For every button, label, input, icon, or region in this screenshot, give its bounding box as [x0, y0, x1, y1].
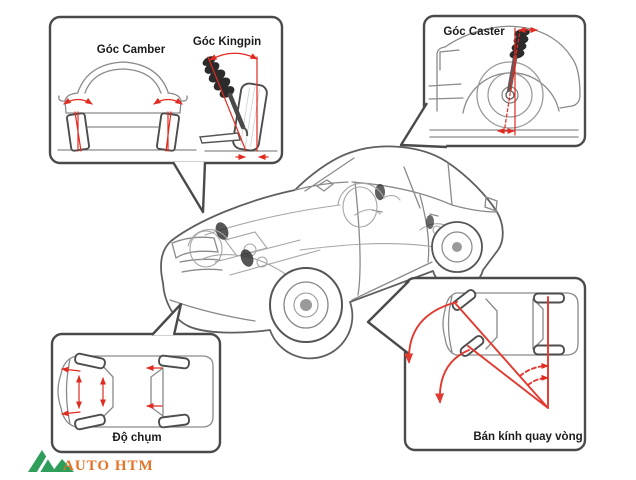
- front-far-wheel: [189, 230, 223, 268]
- turning-radius-diagram: [404, 289, 579, 409]
- rear-top-wheel: [533, 292, 565, 304]
- front-fascia: [65, 358, 71, 425]
- caster-diagram: [428, 25, 581, 138]
- callout-box: [422, 14, 587, 148]
- rear-strut-right: [426, 215, 434, 229]
- caster-annotations: [497, 27, 538, 136]
- camber-diagram: [57, 61, 197, 152]
- callout-tail: [151, 302, 183, 336]
- car-roof: [77, 61, 169, 93]
- fender-body: [428, 25, 581, 112]
- front-strut-right: [240, 249, 254, 267]
- rear-bottom-wheel: [533, 344, 565, 356]
- camber-label: Góc Camber: [97, 44, 166, 56]
- front-far-arch: [187, 229, 229, 247]
- callout-tail: [366, 280, 410, 355]
- car-body-lines: [64, 100, 182, 128]
- rear-top-wheel: [158, 354, 190, 370]
- beltline: [351, 181, 453, 206]
- front-top-wheel: [74, 352, 106, 370]
- toe-diagram: [57, 352, 214, 431]
- rear-bottom-wheel: [158, 413, 190, 429]
- camber-annotations: [63, 97, 183, 152]
- logo-slash: [36, 452, 52, 474]
- front-top-wheel-turned: [451, 289, 477, 311]
- front-fascia: [447, 295, 453, 353]
- caster-label: Góc Caster: [443, 26, 505, 38]
- rear-far-wheel: [342, 186, 378, 228]
- front-strut-left: [215, 222, 229, 240]
- callout-tail: [171, 161, 207, 214]
- strut-assembly: [505, 28, 530, 100]
- front-near-wheel: [269, 267, 343, 343]
- windshield: [84, 68, 162, 94]
- windshield-line: [294, 157, 355, 192]
- logo-small-peak-icon: [52, 459, 74, 472]
- callout-top-right: Góc Caster: [399, 14, 587, 149]
- callout-top-left: Góc Camber Góc Kingpin: [48, 15, 284, 214]
- turning-radius-label: Bán kính quay vòng: [473, 431, 582, 443]
- logo: AUTO HTM: [28, 450, 154, 474]
- front-bottom-wheel: [74, 413, 106, 431]
- toe-label: Độ chụm: [112, 432, 161, 444]
- kingpin-label: Góc Kingpin: [193, 36, 261, 48]
- callout-bottom-left: Độ chụm: [50, 302, 222, 454]
- engine-internals: [199, 194, 451, 296]
- door-seams: [351, 181, 433, 301]
- rear-near-wheel: [431, 221, 483, 273]
- rear-far-arch: [337, 182, 385, 206]
- grille-lines: [169, 258, 256, 322]
- kingpin-annotations: [207, 52, 269, 160]
- toe-annotations: [61, 365, 163, 417]
- turning-annotations: [404, 296, 549, 409]
- b-pillar: [403, 166, 421, 209]
- c-pillar-inner: [447, 162, 498, 213]
- car-top-body: [442, 292, 579, 356]
- kingpin-diagram: [199, 52, 278, 160]
- center-car-illustration: [160, 145, 504, 360]
- glass-lines: [99, 362, 164, 421]
- car-top-body: [57, 355, 214, 428]
- lower-control-arm: [199, 132, 241, 144]
- logo-mountain-icon: [28, 450, 56, 472]
- callout-box: [403, 276, 587, 452]
- callout-bottom-right: Bán kính quay vòng: [366, 276, 587, 452]
- callout-tail: [399, 102, 448, 149]
- engine-pulley-2: [256, 256, 268, 268]
- taillight: [484, 196, 498, 212]
- logo-text: AUTO HTM: [63, 458, 154, 474]
- headlight: [171, 236, 219, 260]
